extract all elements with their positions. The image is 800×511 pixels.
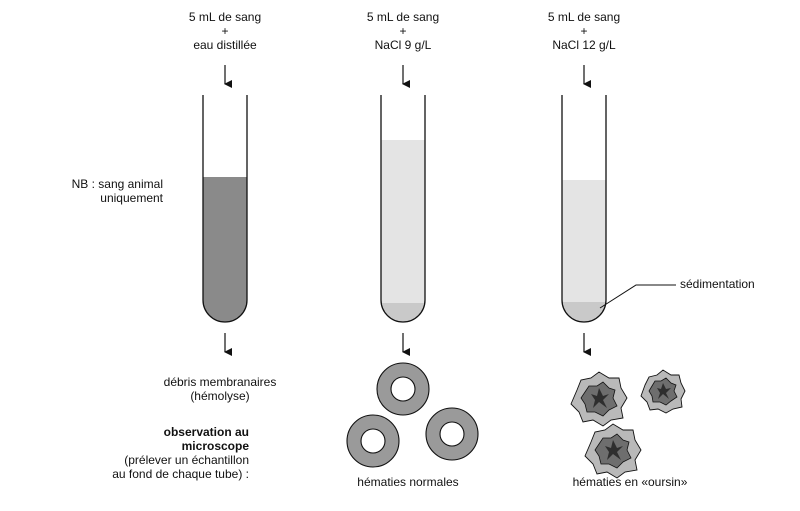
crenated-cell [570,371,628,427]
observation-detail-line: au fond de chaque tube) : [112,467,249,481]
normal-red-cells [346,362,479,468]
tube-2-label-line: + [399,24,407,38]
tube-2-glass [380,95,426,323]
tube-1-result-line: débris membranaires [163,375,277,389]
crenated-cell [584,423,642,479]
crenated-cell [640,369,686,414]
sedimentation-leader-line [599,284,676,309]
tube-1-result-line: (hémolyse) [190,389,250,403]
tube-3-sediment [562,302,606,322]
tube-1-label-line: eau distillée [193,38,257,52]
observation-label: observation au microscope (prélever un é… [112,425,249,481]
note-line: NB : sang animal [71,177,163,191]
tube-1-liquid [203,177,247,322]
tube-1-label-line: + [221,24,229,38]
tube-2-label-line: NaCl 9 g/L [374,38,432,52]
tube-3-liquid [562,180,606,322]
tube-3-label: 5 mL de sang + NaCl 12 g/L [548,10,620,52]
tube-2-sediment [381,303,425,322]
tube-3-result: hématies en «oursin» [572,475,688,489]
tube-2-liquid [381,140,425,322]
observation-title-line: observation au [163,425,249,439]
normal-cell [425,407,479,461]
tube-3-label-line: NaCl 12 g/L [552,38,616,52]
tube-3-label-line: + [580,24,588,38]
tube-3-label-line: 5 mL de sang [547,10,621,24]
crenated-red-cells [570,369,686,479]
normal-cell [346,414,400,468]
normal-cell [376,362,430,416]
tube-1-label: 5 mL de sang + eau distillée [189,10,261,52]
sedimentation-label: sédimentation [680,277,755,291]
tube-2-label-line: 5 mL de sang [366,10,440,24]
test-tube-1 [202,95,248,323]
note-label: NB : sang animal uniquement [72,177,163,205]
observation-title-line: microscope [181,439,249,453]
tube-1-glass [202,95,248,323]
tube-1-result: débris membranaires (hémolyse) [164,375,277,403]
tube-1-label-line: 5 mL de sang [188,10,262,24]
test-tube-2 [380,95,426,323]
test-tube-3 [561,95,607,323]
note-line: uniquement [100,191,163,205]
tube-3-glass [561,95,607,323]
observation-detail-line: (prélever un échantillon [124,453,249,467]
tube-2-result: hématies normales [357,475,459,489]
tube-2-label: 5 mL de sang + NaCl 9 g/L [367,10,439,52]
